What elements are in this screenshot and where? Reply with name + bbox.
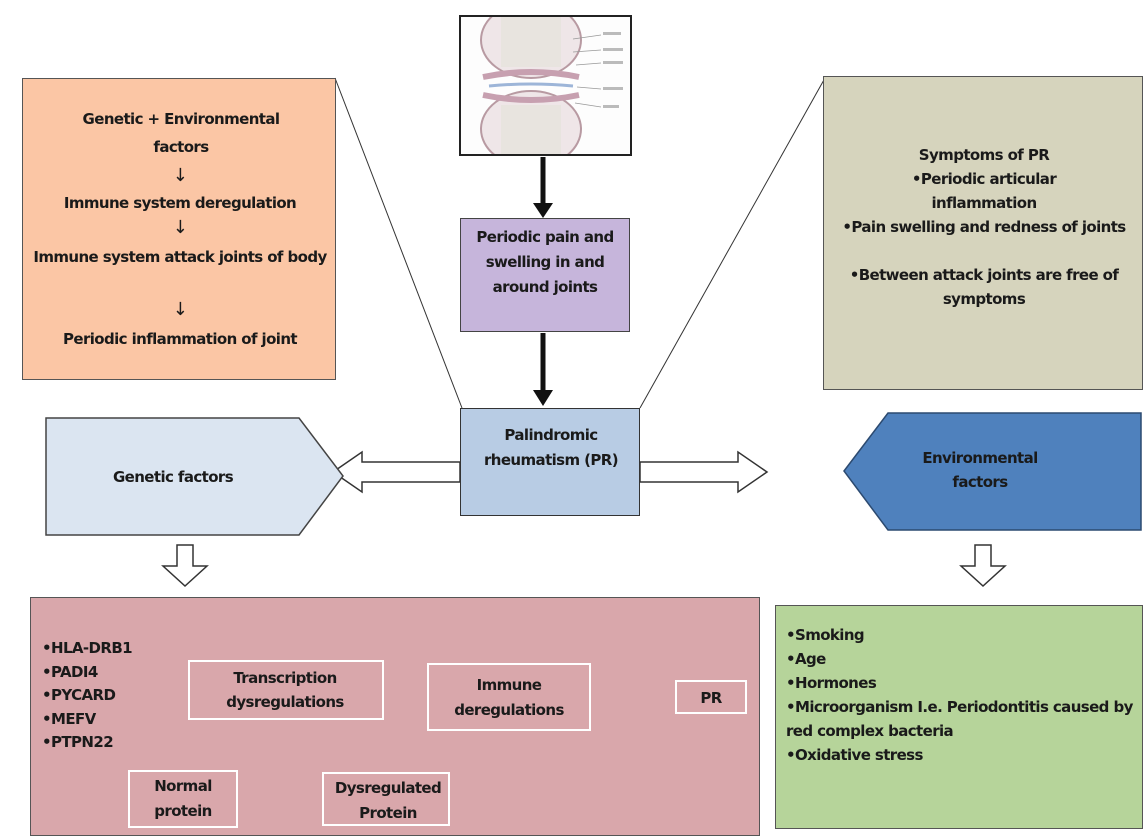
pr-result-box: PR [675, 680, 747, 714]
genetic-mechanism-box [30, 597, 760, 836]
arrow-left-outline [331, 450, 461, 494]
env-factor-item: •Hormones [786, 674, 877, 692]
arrow-down-outline-left [161, 544, 209, 588]
environmental-factors-shape [843, 412, 1142, 531]
pathogenesis-step-4: Periodic inflammation of joint [62, 330, 298, 348]
normal-protein-box: Normal protein [128, 770, 238, 828]
link-line-left [334, 77, 463, 409]
periodic-pain-label: Periodic pain and swelling in and around… [476, 228, 614, 296]
joint-image [459, 1, 632, 168]
periodic-pain-box: Periodic pain and swelling in and around… [460, 218, 630, 332]
dysregulated-protein-label: Dysregulated Protein [334, 779, 442, 822]
pr-result-label: PR [700, 689, 722, 707]
environmental-factors-label: Environmental factors [922, 449, 1038, 491]
joint-illustration-icon [480, 1, 623, 168]
genetic-factors-shape [45, 417, 344, 536]
symptoms-title: Symptoms of PR [918, 146, 1050, 164]
environmental-list-box: •Smoking •Age •Hormones •Microorganism I… [775, 605, 1143, 829]
gene-item: •PYCARD [42, 686, 116, 704]
gene-item: •HLA-DRB1 [42, 639, 133, 657]
symptom-item: •Periodic articular inflammation [911, 170, 1057, 212]
pathogenesis-step-3: Immune system attack joints of body [33, 248, 327, 266]
gene-item: •PADI4 [42, 662, 98, 681]
pathogenesis-step-1: Genetic + Environmental factors [82, 110, 281, 156]
symptoms-box: Symptoms of PR •Periodic articular infla… [823, 76, 1143, 390]
immune-deregulations-box: Immune deregulations [427, 663, 591, 731]
symptom-item: •Pain swelling and redness of joints [842, 218, 1126, 236]
env-factor-item: •Age [786, 650, 826, 668]
symptom-item: •Between attack joints are free of sympt… [849, 266, 1119, 308]
down-arrow-icon: ↓ [172, 299, 188, 320]
gene-list: •HLA-DRB1 •PADI4 •PYCARD •MEFV •PTPN22 [42, 637, 133, 755]
palindromic-rheumatism-label: Palindromic rheumatism (PR) [483, 426, 619, 469]
transcription-box: Transcription dysregulations [188, 660, 384, 720]
link-line-right [639, 77, 826, 409]
dysregulated-protein-box: Dysregulated Protein [322, 772, 450, 826]
gene-item: •MEFV [42, 709, 96, 728]
arrow-down-2 [533, 390, 553, 406]
env-factor-item: •Oxidative stress [786, 746, 923, 764]
env-factor-item: •Microorganism I.e. Periodontitis caused… [786, 698, 1133, 740]
arrow-right-outline [639, 450, 769, 494]
normal-protein-label: Normal protein [154, 777, 212, 820]
env-factor-item: •Smoking [786, 626, 865, 644]
pathogenesis-box: Genetic + Environmental factors ↓ Immune… [22, 78, 336, 380]
gene-item: •PTPN22 [42, 733, 114, 751]
palindromic-rheumatism-box: Palindromic rheumatism (PR) [460, 408, 640, 516]
immune-deregulations-label: Immune deregulations [454, 676, 564, 719]
transcription-label: Transcription dysregulations [226, 669, 344, 711]
arrow-down-outline-right [959, 544, 1007, 588]
genetic-factors-label: Genetic factors [112, 468, 234, 486]
arrow-down-1 [533, 203, 553, 218]
down-arrow-icon: ↓ [172, 165, 188, 186]
down-arrow-icon: ↓ [172, 217, 188, 238]
pathogenesis-step-2: Immune system deregulation [63, 194, 297, 212]
env-factor-list: •Smoking •Age •Hormones •Microorganism I… [786, 623, 1136, 767]
